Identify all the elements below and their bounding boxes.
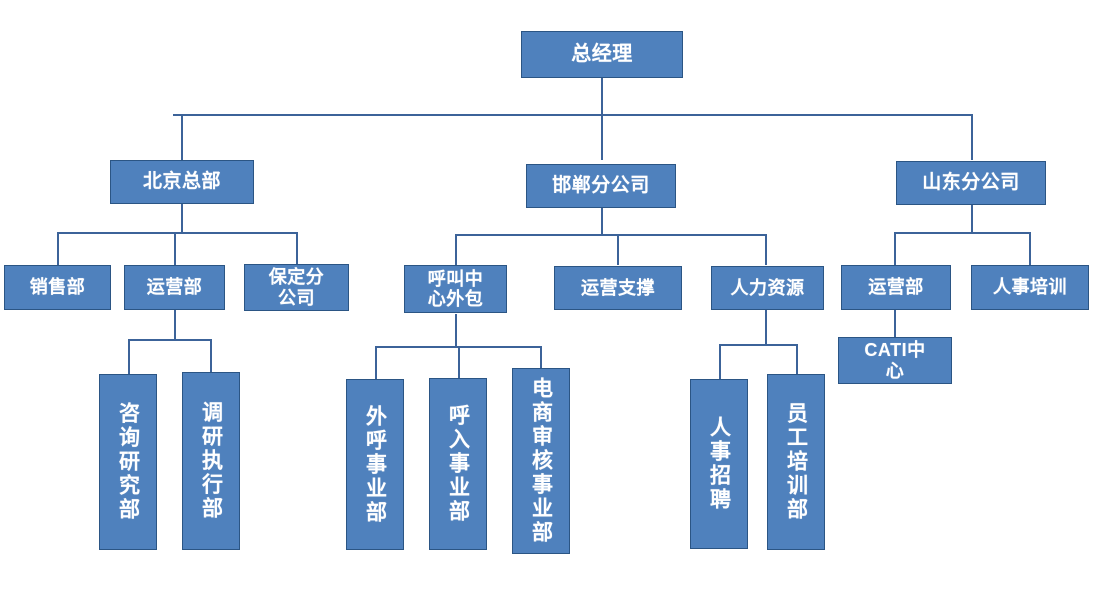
connector-level1-bus bbox=[173, 114, 973, 117]
node-label: 呼入事业部 bbox=[446, 404, 470, 524]
node-inbound-call-division[interactable]: 呼入事业部 bbox=[429, 378, 487, 550]
connector-gm-stem bbox=[601, 78, 604, 115]
node-label: 运营支撑 bbox=[581, 277, 655, 298]
node-label: 北京总部 bbox=[142, 171, 221, 193]
connector-handan-stem bbox=[601, 207, 604, 235]
node-label: 外呼事业部 bbox=[363, 404, 387, 525]
node-outbound-call-division[interactable]: 外呼事业部 bbox=[346, 379, 404, 550]
connector-drop-hd-ecomm bbox=[540, 346, 543, 379]
connector-handan-bus bbox=[455, 234, 767, 237]
node-label: 保定分 公司 bbox=[268, 267, 325, 308]
connector-drop-hr-training bbox=[796, 344, 799, 379]
node-label: 山东分公司 bbox=[922, 172, 1020, 194]
connector-shandong-stem bbox=[971, 205, 974, 233]
connector-drop-hd-callcenter bbox=[455, 234, 458, 265]
connector-drop-bj-survey bbox=[210, 339, 213, 374]
node-survey-execution-department[interactable]: 调研执行部 bbox=[182, 372, 240, 550]
connector-drop-bj-ops bbox=[174, 232, 177, 265]
connector-hd-hr-bus bbox=[719, 344, 798, 347]
node-beijing-operations-department[interactable]: 运营部 bbox=[124, 265, 225, 310]
connector-hd-callcenter-stem bbox=[455, 314, 458, 347]
connector-drop-sd-ops bbox=[894, 232, 897, 265]
node-label: 销售部 bbox=[29, 277, 86, 298]
connector-beijing-bus bbox=[57, 232, 298, 235]
connector-bj-ops-bus bbox=[128, 339, 212, 342]
node-operations-support[interactable]: 运营支撑 bbox=[554, 266, 682, 310]
node-handan-branch[interactable]: 邯郸分公司 bbox=[526, 164, 676, 208]
node-consulting-research-department[interactable]: 咨询研究部 bbox=[99, 374, 157, 550]
connector-drop-handan bbox=[601, 114, 604, 160]
node-label: 运营部 bbox=[868, 277, 924, 298]
node-label: 总经理 bbox=[571, 43, 633, 66]
connector-drop-beijing bbox=[181, 114, 184, 160]
node-general-manager[interactable]: 总经理 bbox=[521, 31, 683, 78]
node-label: 人力资源 bbox=[730, 277, 805, 298]
node-ecommerce-review-division[interactable]: 电商审核事业部 bbox=[512, 368, 570, 554]
node-hr-training[interactable]: 人事培训 bbox=[971, 265, 1089, 310]
node-cati-center[interactable]: CATI中 心 bbox=[838, 337, 952, 384]
node-baoding-branch[interactable]: 保定分 公司 bbox=[244, 264, 349, 311]
connector-drop-bj-sales bbox=[57, 232, 60, 265]
connector-drop-hd-inbound bbox=[458, 346, 461, 379]
node-sales-department[interactable]: 销售部 bbox=[4, 265, 111, 310]
connector-bj-ops-stem bbox=[174, 310, 177, 340]
node-call-center-outsourcing[interactable]: 呼叫中 心外包 bbox=[404, 265, 507, 313]
connector-drop-bj-baoding bbox=[296, 232, 299, 265]
node-employee-training-department[interactable]: 员工培训部 bbox=[767, 374, 825, 550]
connector-sd-ops-to-cati bbox=[894, 310, 897, 338]
connector-drop-sd-hrtrain bbox=[1029, 232, 1032, 265]
node-label: 咨询研究部 bbox=[116, 402, 140, 522]
node-label: 员工培训部 bbox=[784, 402, 808, 522]
node-label: 邯郸分公司 bbox=[552, 175, 650, 197]
connector-drop-hd-opsupport bbox=[617, 234, 620, 265]
node-label: CATI中 心 bbox=[864, 340, 926, 381]
node-beijing-headquarters[interactable]: 北京总部 bbox=[110, 160, 254, 204]
node-shandong-branch[interactable]: 山东分公司 bbox=[896, 161, 1046, 205]
node-label: 人事招聘 bbox=[707, 416, 731, 512]
connector-drop-hr-recruit bbox=[719, 344, 722, 379]
connector-drop-bj-consult bbox=[128, 339, 131, 374]
connector-shandong-bus bbox=[894, 232, 1031, 235]
node-label: 运营部 bbox=[146, 277, 203, 298]
connector-hd-hr-stem bbox=[765, 310, 768, 345]
node-human-resources[interactable]: 人力资源 bbox=[711, 266, 824, 310]
node-label: 电商审核事业部 bbox=[529, 377, 553, 545]
node-label: 呼叫中 心外包 bbox=[427, 268, 484, 309]
node-label: 调研执行部 bbox=[199, 401, 223, 521]
connector-drop-shandong bbox=[971, 114, 974, 160]
connector-drop-hd-outbound bbox=[375, 346, 378, 379]
connector-drop-hd-hr bbox=[765, 234, 768, 265]
node-shandong-operations-department[interactable]: 运营部 bbox=[841, 265, 951, 310]
connector-beijing-stem bbox=[181, 203, 184, 233]
node-hr-recruitment[interactable]: 人事招聘 bbox=[690, 379, 748, 549]
node-label: 人事培训 bbox=[993, 277, 1067, 298]
